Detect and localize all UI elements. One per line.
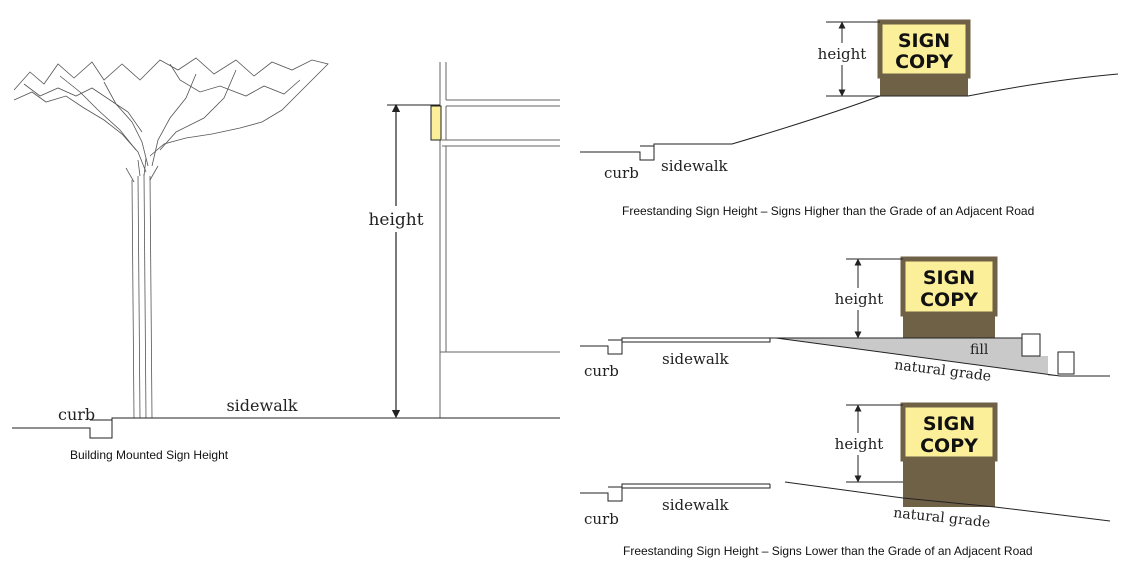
sign-text-line1: SIGN	[923, 413, 975, 435]
curb-label: curb	[584, 510, 619, 528]
height-label: height	[835, 290, 884, 308]
sign-base	[903, 314, 995, 338]
wall-sign	[430, 105, 442, 141]
height-label: height	[368, 210, 423, 230]
higher-grade-caption: Freestanding Sign Height – Signs Higher …	[622, 204, 1034, 218]
ground-line	[580, 337, 1022, 355]
sign-base	[880, 76, 968, 96]
curb-label: curb	[58, 405, 95, 424]
sign-text-line2: COPY	[895, 51, 953, 73]
building-caption: Building Mounted Sign Height	[70, 448, 229, 462]
curb-label: curb	[584, 362, 619, 380]
sign-face	[877, 19, 971, 79]
sidewalk-label: sidewalk	[226, 396, 297, 415]
curb-label: curb	[604, 164, 639, 182]
lower-grade-caption: Freestanding Sign Height – Signs Lower t…	[623, 544, 1033, 558]
building-facade	[439, 62, 560, 418]
ground-line	[12, 417, 560, 439]
sign-text-line1: SIGN	[923, 267, 975, 289]
fill-label: fill	[970, 342, 989, 358]
sidewalk-label: sidewalk	[661, 157, 729, 175]
building-mounted-panel: height sidewalk curb Building Mounted Si…	[12, 57, 560, 462]
height-label: height	[818, 45, 867, 63]
sign-face	[900, 256, 998, 317]
fill-grade-panel: SIGN COPY height fill natural grade curb…	[580, 256, 1110, 385]
sign-text-line1: SIGN	[898, 30, 950, 52]
natural-grade-label: natural grade	[893, 505, 991, 531]
natural-grade-line	[775, 337, 1110, 377]
sidewalk-label: sidewalk	[662, 350, 730, 368]
higher-grade-panel: SIGN COPY height curb sidewalk Freestand…	[580, 19, 1119, 218]
sidewalk-label: sidewalk	[662, 496, 730, 514]
natural-grade-line	[784, 481, 1111, 522]
height-label: height	[835, 435, 884, 453]
tree-illustration	[13, 57, 329, 419]
ground-line	[580, 73, 1119, 161]
sign-face	[900, 402, 998, 462]
sign-text-line2: COPY	[920, 289, 978, 311]
lower-grade-panel: SIGN COPY height natural grade curb side…	[580, 402, 1111, 558]
ground-line	[580, 483, 770, 502]
sign-text-line2: COPY	[920, 435, 978, 457]
